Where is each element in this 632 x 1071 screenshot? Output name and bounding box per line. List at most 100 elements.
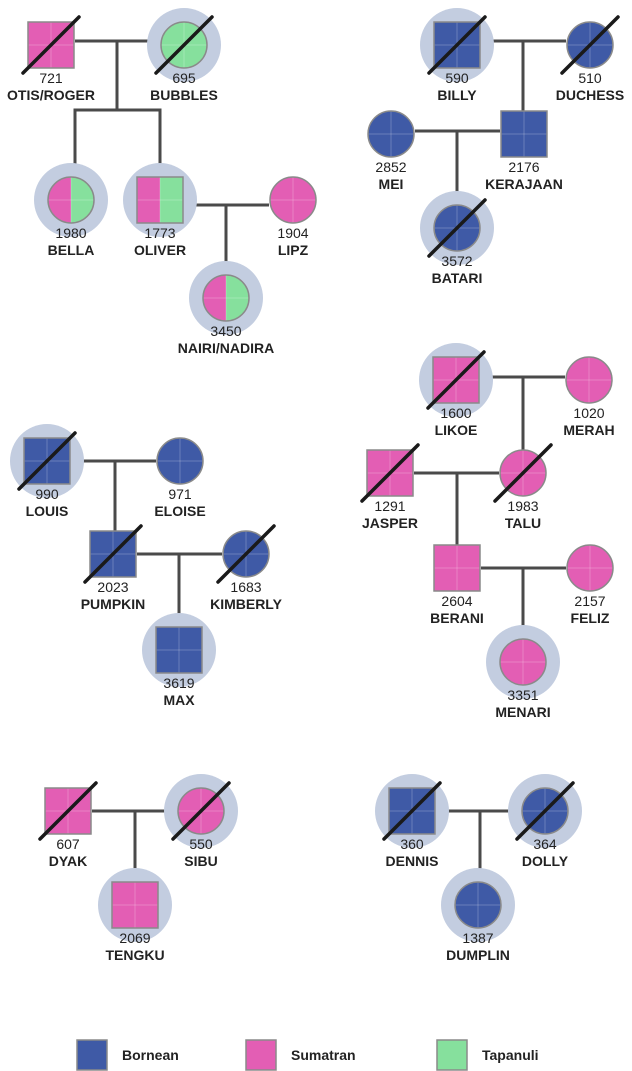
studbook-number: 971 <box>168 486 192 502</box>
female-circle <box>157 438 203 484</box>
individual-name: DENNIS <box>386 853 439 869</box>
individual-name: TALU <box>505 515 541 531</box>
legend-item-bornean: Bornean <box>76 1039 179 1071</box>
individual-name: OTIS/ROGER <box>7 87 95 103</box>
female-circle <box>455 882 501 928</box>
studbook-number: 990 <box>35 486 59 502</box>
deceased-slash <box>38 781 98 841</box>
studbook-number: 1683 <box>230 579 261 595</box>
studbook-number: 2604 <box>441 593 472 609</box>
individual-name: FELIZ <box>571 610 610 626</box>
studbook-number: 3351 <box>507 687 538 703</box>
individual-name: LIKOE <box>435 422 478 438</box>
deceased-slash <box>171 781 231 841</box>
deceased-slash <box>382 781 442 841</box>
pedigree-individuals: 721OTIS/ROGER695BUBBLES1980BELLA1773OLIV… <box>7 8 624 963</box>
legend-swatch <box>245 1039 277 1071</box>
individual-name: BILLY <box>437 87 477 103</box>
studbook-number: 1980 <box>55 225 86 241</box>
studbook-number: 590 <box>445 70 469 86</box>
studbook-number: 364 <box>533 836 557 852</box>
individual-name: BELLA <box>48 242 95 258</box>
deceased-slash <box>216 524 276 584</box>
studbook-number: 1387 <box>462 930 493 946</box>
studbook-number: 2157 <box>574 593 605 609</box>
deceased-slash <box>426 350 486 410</box>
studbook-number: 1983 <box>507 498 538 514</box>
studbook-number: 2176 <box>508 159 539 175</box>
individual-name: MENARI <box>495 704 550 720</box>
individual-name: BATARI <box>432 270 483 286</box>
studbook-number: 3572 <box>441 253 472 269</box>
studbook-number: 3450 <box>210 323 241 339</box>
male-square <box>156 627 202 673</box>
individual-name: MEI <box>379 176 404 192</box>
male-square <box>434 545 480 591</box>
relationship-line <box>117 108 162 180</box>
female-circle <box>368 111 414 157</box>
deceased-slash <box>154 15 214 75</box>
individual-name: DYAK <box>49 853 87 869</box>
legend-label: Sumatran <box>291 1047 356 1063</box>
male-square <box>112 882 158 928</box>
studbook-number: 2023 <box>97 579 128 595</box>
individual-name: DUMPLIN <box>446 947 510 963</box>
studbook-number: 1600 <box>440 405 471 421</box>
individual-name: KIMBERLY <box>210 596 282 612</box>
individual-name: BERANI <box>430 610 484 626</box>
female-circle <box>566 357 612 403</box>
studbook-number: 2069 <box>119 930 150 946</box>
studbook-number: 550 <box>189 836 213 852</box>
deceased-slash <box>360 443 420 503</box>
legend-swatch <box>76 1039 108 1071</box>
studbook-number: 1020 <box>573 405 604 421</box>
individual-name: NAIRI/NADIRA <box>178 340 274 356</box>
individual-name: JASPER <box>362 515 418 531</box>
individual-name: LIPZ <box>278 242 309 258</box>
individual-name: SIBU <box>184 853 217 869</box>
deceased-slash <box>427 198 487 258</box>
studbook-number: 3619 <box>163 675 194 691</box>
female-circle <box>203 275 249 321</box>
deceased-slash <box>560 15 620 75</box>
deceased-slash <box>17 431 77 491</box>
individual-name: DOLLY <box>522 853 569 869</box>
deceased-slash <box>21 15 81 75</box>
individual-name: BUBBLES <box>150 87 218 103</box>
studbook-number: 2852 <box>375 159 406 175</box>
studbook-number: 695 <box>172 70 196 86</box>
female-circle <box>48 177 94 223</box>
studbook-number: 510 <box>578 70 602 86</box>
male-square <box>501 111 547 157</box>
studbook-number: 1773 <box>144 225 175 241</box>
individual-name: ELOISE <box>154 503 205 519</box>
male-square <box>137 177 183 223</box>
studbook-number: 721 <box>39 70 63 86</box>
individual-name: MERAH <box>563 422 614 438</box>
individual-name: MAX <box>163 692 195 708</box>
deceased-slash <box>427 15 487 75</box>
legend-swatch <box>436 1039 468 1071</box>
deceased-slash <box>83 524 143 584</box>
